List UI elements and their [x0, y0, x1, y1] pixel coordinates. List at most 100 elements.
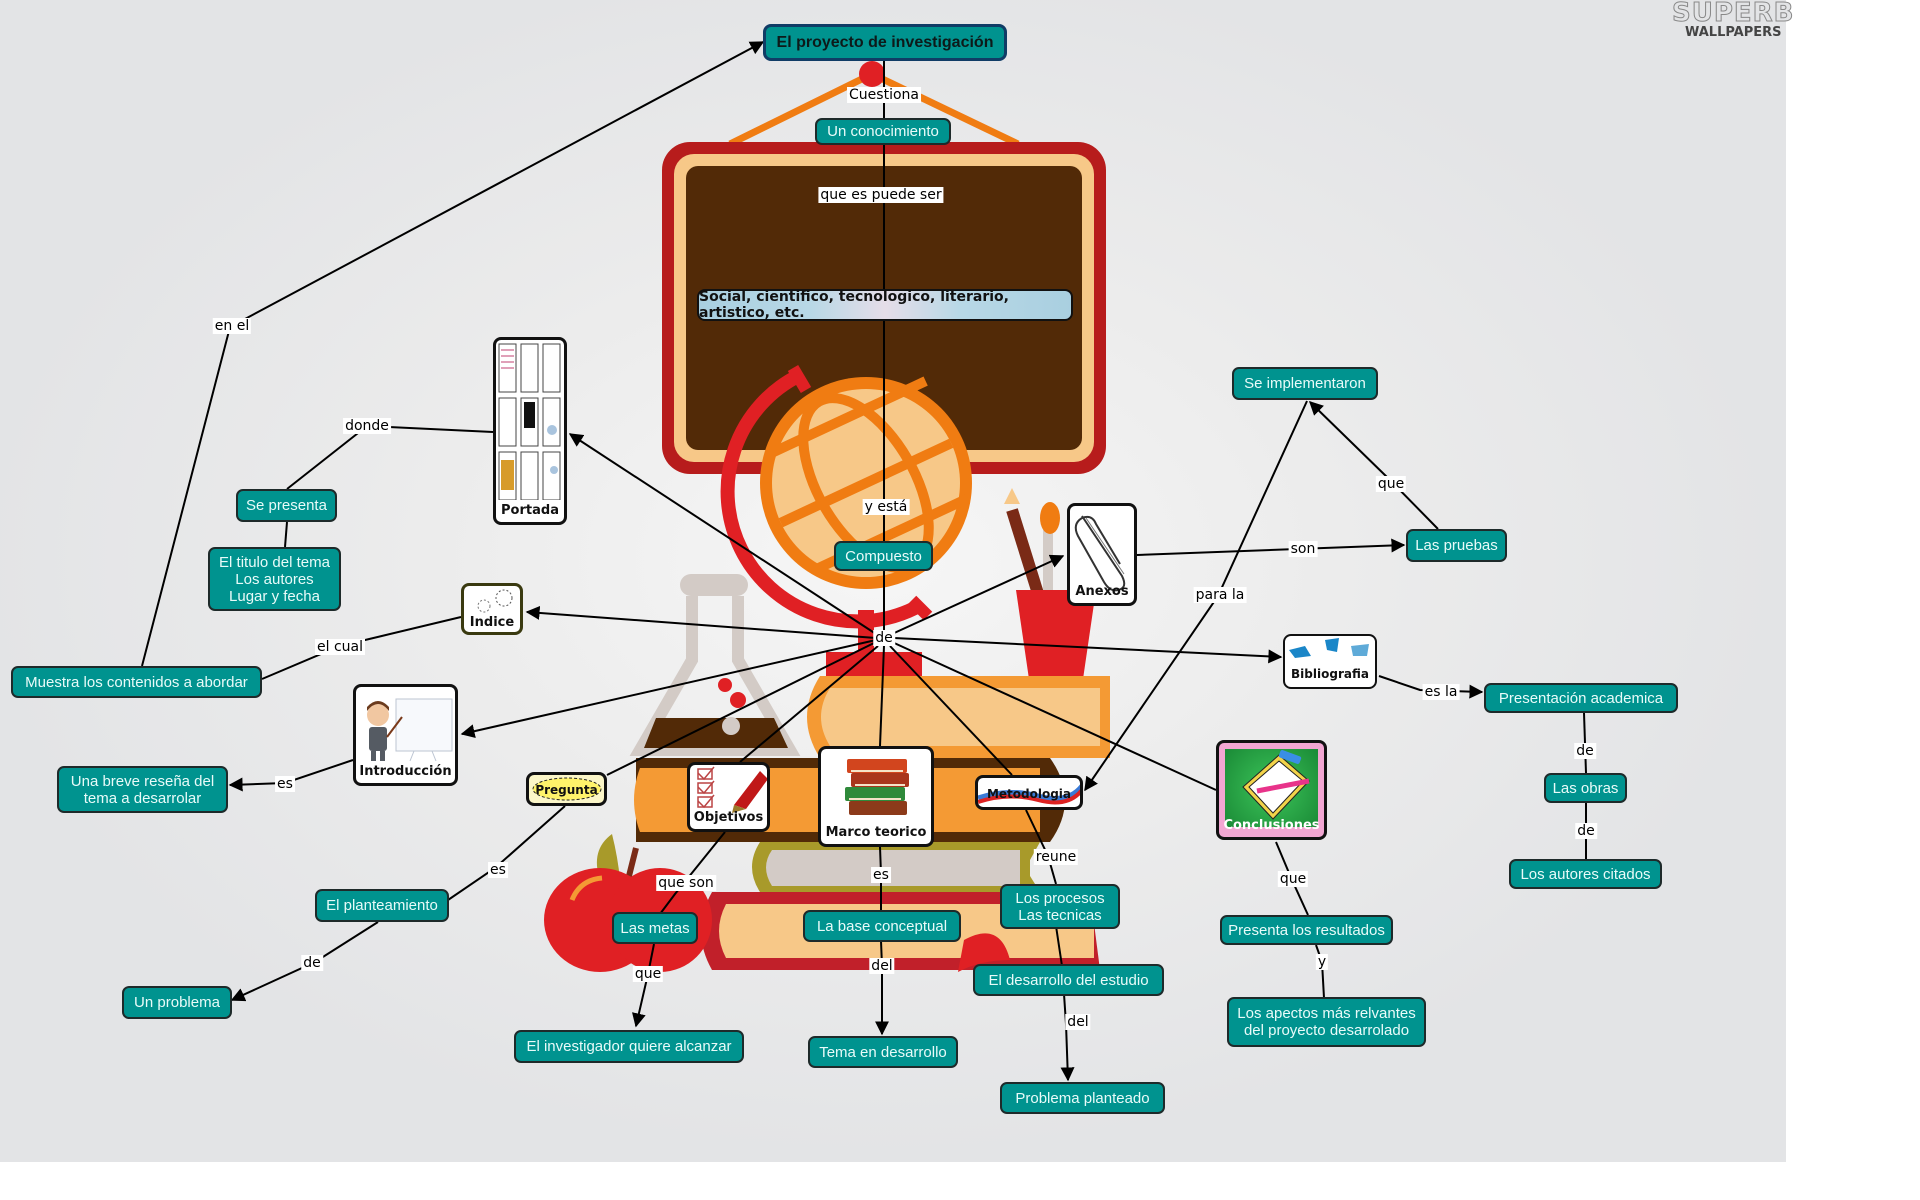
link-label-es-marco: es [871, 867, 891, 883]
concept-se-implementaron[interactable]: Se implementaron [1232, 367, 1378, 400]
board-hanger-icon [728, 61, 1020, 148]
link-de-bibliografia [893, 637, 1283, 664]
link-metodologia-procesos [1025, 809, 1057, 885]
link-de-marco [879, 645, 885, 747]
link-pruebas-implementaron [1308, 401, 1439, 530]
concept-procesos-tecnicas[interactable]: Los procesos Las tecnicas [1000, 884, 1120, 929]
link-objetivos-metas [659, 831, 726, 915]
link-label-es-intro: es [275, 776, 295, 792]
indice-caption: Indice [469, 615, 515, 630]
concept-social-cientifico[interactable]: Social, cientifico, tecnologico, literar… [697, 289, 1073, 321]
link-label-y-resultados: y [1315, 954, 1329, 970]
link-bibliografia-presentacion [1378, 675, 1484, 699]
bibliografia-caption: Bibliografia [1291, 667, 1369, 681]
link-label-de-autores: de [1575, 823, 1597, 839]
concept-se-presenta[interactable]: Se presenta [236, 489, 337, 522]
image-node-portada[interactable]: Portada [493, 337, 567, 525]
link-label-de-obras: de [1574, 743, 1596, 759]
checklist-icon [697, 766, 767, 813]
link-label-y-esta: y está [862, 499, 910, 515]
link-label-el-cual: el cual [315, 639, 365, 655]
link-label-son: son [1288, 541, 1318, 557]
link-base-tema [875, 940, 889, 1036]
concept-tema-desarrollo[interactable]: Tema en desarrollo [808, 1036, 958, 1068]
pregunta-caption: Pregunta [535, 783, 598, 797]
concept-compuesto[interactable]: Compuesto [834, 541, 933, 571]
concept-las-pruebas[interactable]: Las pruebas [1406, 529, 1507, 562]
watermark-logo: SUPERB WALLPAPERS [1672, 0, 1795, 40]
link-de-metodologia [889, 645, 1013, 776]
question-bubble-icon [532, 777, 602, 801]
link-de-portada [568, 433, 877, 635]
image-node-objetivos[interactable]: Objetivos [687, 762, 770, 832]
marco-teorico-caption: Marco teorico [825, 825, 927, 840]
objetivos-caption: Objetivos [693, 810, 764, 825]
concept-problema-planteado[interactable]: Problema planteado [1000, 1082, 1165, 1114]
concept-investigador[interactable]: El investigador quiere alcanzar [514, 1030, 744, 1063]
image-node-introduccion[interactable]: Introducción [353, 684, 458, 786]
concept-las-metas[interactable]: Las metas [612, 912, 698, 944]
image-node-bibliografia[interactable]: Bibliografia [1283, 634, 1377, 689]
concept-planteamiento[interactable]: El planteamiento [315, 889, 449, 922]
link-label-que-son: que son [656, 875, 716, 891]
link-label-que-metas: que [632, 966, 664, 982]
link-label-es-la: es la [1422, 684, 1460, 700]
image-node-metodologia[interactable]: Metodologia [975, 775, 1083, 810]
introduccion-caption: Introducción [359, 764, 452, 779]
link-label-que-pruebas: que [1375, 476, 1407, 492]
pencil-cup-icon [1004, 488, 1096, 686]
globe-icon [720, 364, 972, 678]
link-de-indice [525, 605, 877, 639]
image-node-conclusiones[interactable]: Conclusiones [1216, 740, 1327, 840]
link-label-del-base: del [869, 958, 895, 974]
book-stack-image-icon [845, 759, 909, 815]
image-node-anexos[interactable]: Anexos [1067, 503, 1137, 606]
concept-breve-resena[interactable]: Una breve reseña del tema a desarrolar [57, 766, 228, 813]
link-resultados-aspectos [1315, 944, 1325, 999]
link-label-en-el: en el [212, 318, 252, 334]
clipboard-pencil-icon [1242, 750, 1310, 820]
link-label-de-planteamiento: de [301, 955, 323, 971]
concept-presentacion-academica[interactable]: Presentación academica [1484, 683, 1678, 713]
image-node-pregunta[interactable]: Pregunta [526, 772, 607, 806]
link-label-de-hub: de [873, 630, 895, 646]
teacher-presenting-icon [367, 698, 453, 762]
concept-titulo-tema[interactable]: El titulo del tema Los autores Lugar y f… [208, 547, 341, 611]
link-metas-investigador [632, 943, 655, 1028]
concept-base-conceptual[interactable]: La base conceptual [803, 910, 961, 942]
portada-caption: Portada [501, 503, 559, 518]
watermark-line1: SUPERB [1672, 0, 1795, 28]
image-node-indice[interactable]: Indice [461, 583, 523, 635]
concept-un-conocimiento[interactable]: Un conocimiento [815, 118, 951, 145]
image-node-marco-teorico[interactable]: Marco teorico [818, 746, 934, 847]
root-concept-node[interactable]: El proyecto de investigación [763, 24, 1007, 61]
link-label-que-es-puede-ser: que es puede ser [818, 187, 944, 203]
flask-icon [629, 574, 801, 756]
link-label-es-pregunta: es [488, 862, 508, 878]
link-procesos-desarrollo [1055, 925, 1063, 967]
concept-desarrollo-estudio[interactable]: El desarrollo del estudio [973, 964, 1164, 996]
concept-aspectos-relevantes[interactable]: Los apectos más relvantes del proyecto d… [1227, 997, 1426, 1047]
link-label-cuestiona: Cuestiona [847, 87, 921, 103]
link-de-anexos [891, 554, 1065, 635]
link-desarrollo-problema [1060, 993, 1075, 1082]
link-pregunta-planteamiento [447, 805, 566, 901]
concept-muestra-contenidos[interactable]: Muestra los contenidos a abordar [11, 666, 262, 698]
concept-las-obras[interactable]: Las obras [1544, 773, 1627, 803]
link-label-que-conclusiones: que [1277, 871, 1309, 887]
conclusiones-caption: Conclusiones [1223, 818, 1320, 833]
scribble-icon [477, 589, 513, 613]
link-de-conclusiones [891, 641, 1217, 791]
concept-presenta-resultados[interactable]: Presenta los resultados [1220, 915, 1393, 945]
link-de-intro [460, 639, 877, 739]
link-anexos-pruebas [1136, 538, 1406, 556]
link-label-donde: donde [343, 418, 391, 434]
concept-autores-citados[interactable]: Los autores citados [1509, 859, 1662, 889]
link-label-para-la: para la [1193, 587, 1247, 603]
link-label-reune: reune [1033, 849, 1079, 865]
wave-banner-icon [978, 784, 1080, 805]
books-clipart-icon [1289, 638, 1369, 658]
watermark-line2: WALLPAPERS [1684, 25, 1782, 40]
anexos-caption: Anexos [1075, 584, 1129, 599]
concept-un-problema[interactable]: Un problema [122, 986, 232, 1019]
